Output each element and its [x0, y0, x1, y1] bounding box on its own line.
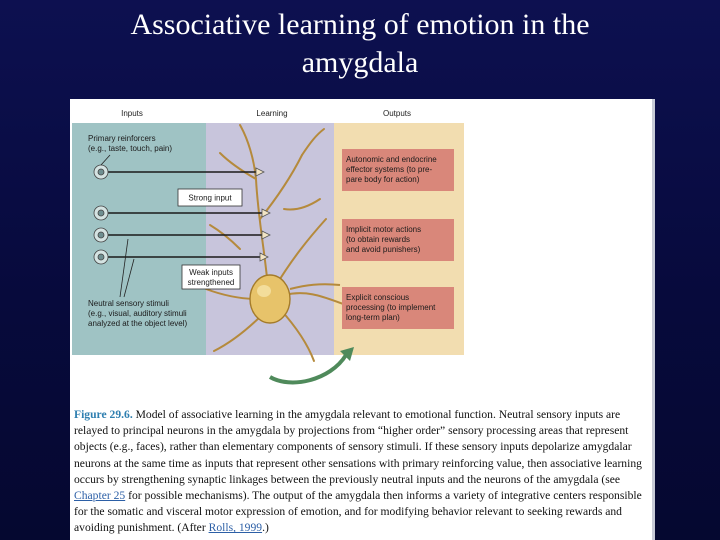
output-box-implicit	[342, 219, 454, 261]
input-lines	[106, 171, 262, 258]
inputs-column-label: Inputs	[121, 109, 143, 118]
output-implicit-line2: (to obtain rewards	[346, 235, 410, 244]
neuron-cell-body	[249, 274, 291, 324]
caption-text-part2: for possible mechanisms). The output of …	[74, 489, 642, 535]
neuron-highlight	[257, 285, 271, 297]
caption-text-part3: .)	[262, 521, 269, 535]
synapse-terminals	[255, 167, 271, 262]
primary-reinforcers-label: Primary reinforcers	[88, 134, 156, 143]
label-pointers	[100, 154, 135, 298]
output-explicit-line2: processing (to implement	[346, 303, 436, 312]
curved-feedback-arrow	[268, 353, 348, 385]
neutral-stimuli-label: Neutral sensory stimuli	[88, 299, 169, 308]
inputs-panel	[72, 123, 206, 355]
output-autonomic-line2: effector systems (to pre-	[346, 165, 432, 174]
slide-title-line2: amygdala	[301, 46, 419, 79]
output-explicit-line3: long-term plan)	[346, 313, 400, 322]
curved-arrow-head	[340, 347, 354, 361]
output-implicit-line1: Implicit motor actions	[346, 225, 421, 234]
output-autonomic-line1: Autonomic and endocrine	[346, 155, 437, 164]
figure-caption: Figure 29.6. Model of associative learni…	[74, 407, 646, 537]
strong-input-box	[177, 188, 243, 207]
output-autonomic-line3: pare body for action)	[346, 175, 420, 184]
output-box-autonomic	[342, 149, 454, 191]
outputs-column-label: Outputs	[383, 109, 411, 118]
output-arrows	[289, 283, 341, 290]
output-explicit-line1: Explicit conscious	[346, 293, 409, 302]
rolls-1999-link[interactable]: Rolls, 1999	[208, 521, 263, 535]
primary-reinforcers-examples: (e.g., taste, touch, pain)	[88, 144, 172, 153]
figure-number: Figure 29.6.	[74, 408, 133, 421]
output-box-explicit	[342, 287, 454, 329]
receptor-icons	[93, 164, 109, 265]
neutral-stimuli-examples: (e.g., visual, auditory stimuli	[88, 309, 187, 318]
strong-input-label: Strong input	[188, 194, 232, 203]
chapter-25-link[interactable]: Chapter 25	[74, 489, 126, 503]
weak-inputs-box	[181, 264, 241, 290]
amygdala-diagram: Inputs Learning Outputs	[72, 109, 464, 385]
weak-inputs-label-line1: Weak inputs	[189, 268, 233, 277]
figure-panel: Inputs Learning Outputs	[70, 99, 655, 540]
output-implicit-line3: and avoid punishers)	[346, 245, 421, 254]
slide-title: Associative learning of emotion in the a…	[0, 6, 720, 82]
learning-column-label: Learning	[256, 109, 287, 118]
weak-inputs-label-line2: strengthened	[188, 278, 235, 287]
caption-text-part1: Model of associative learning in the amy…	[74, 408, 642, 486]
slide-title-line1: Associative learning of emotion in the	[130, 8, 590, 41]
neutral-stimuli-level: analyzed at the object level)	[88, 319, 188, 328]
